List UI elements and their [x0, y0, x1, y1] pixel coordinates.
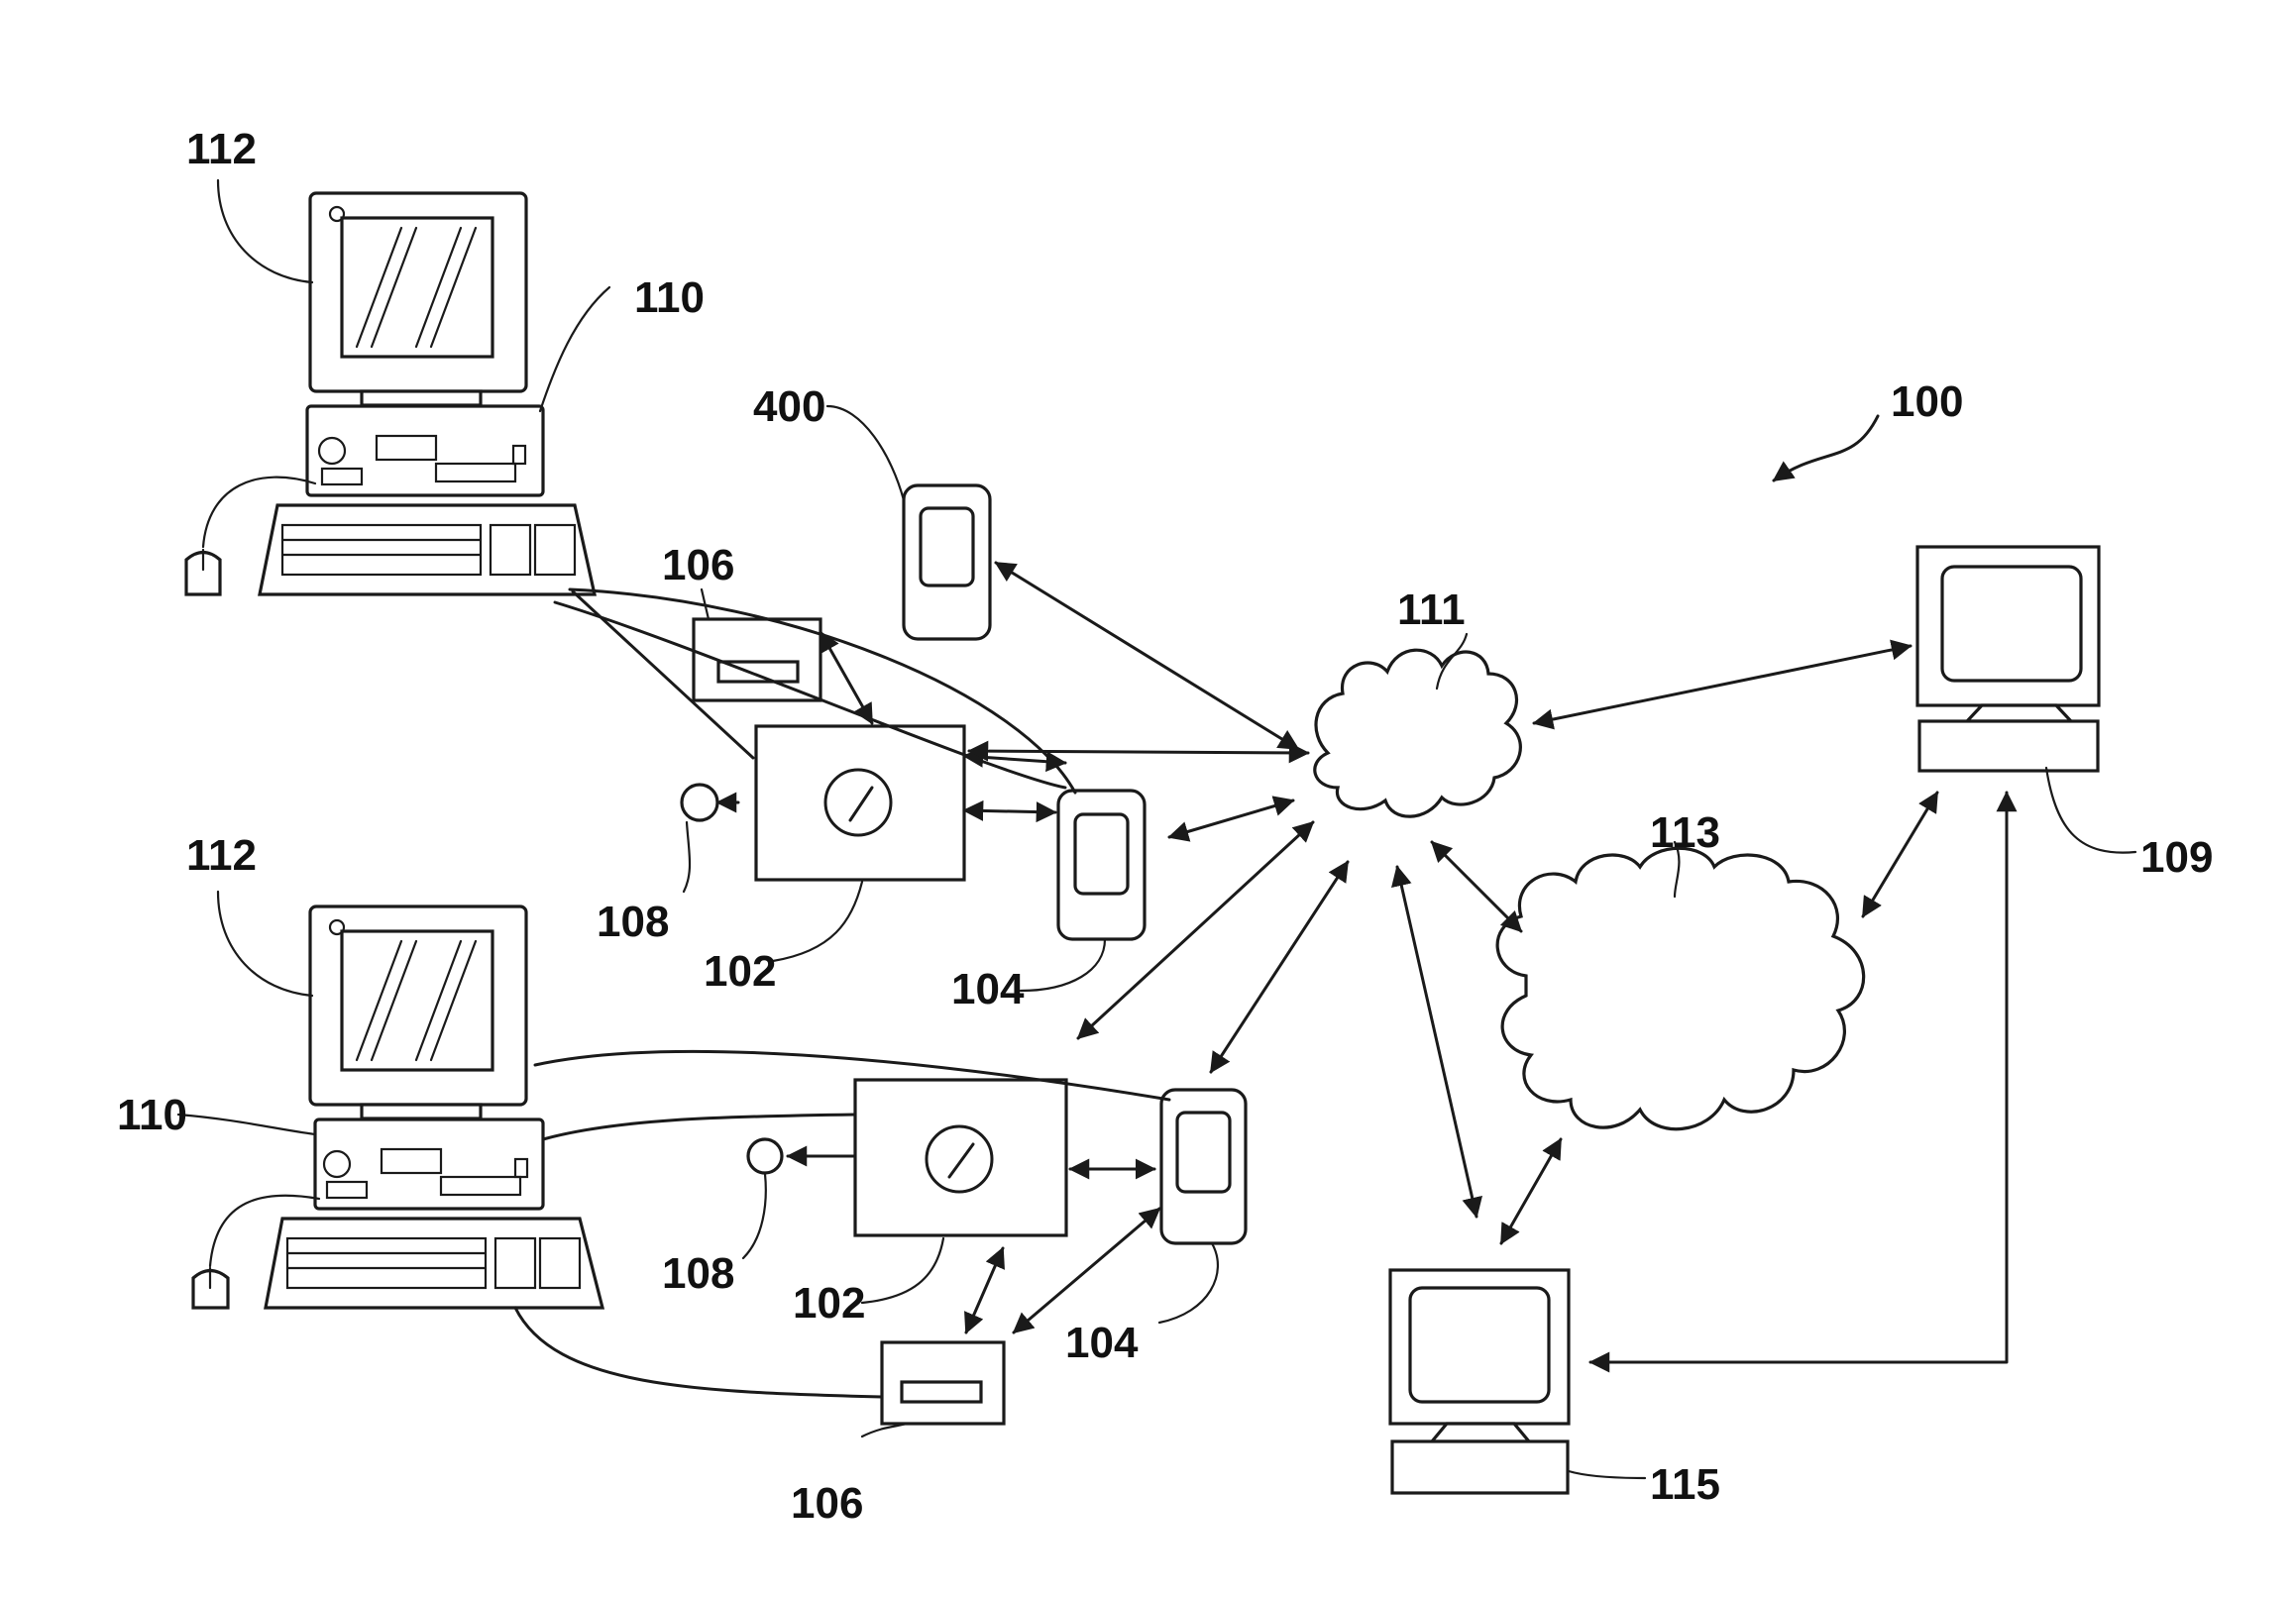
unit-106-top-icon [694, 619, 820, 700]
label-113: 113 [1650, 808, 1720, 857]
label-109: 109 [2140, 833, 2213, 882]
label-108-top: 108 [597, 898, 669, 946]
unit-106-bottom-icon [882, 1342, 1004, 1424]
label-110-bottom: 110 [117, 1091, 187, 1139]
terminal-115-icon [1390, 1270, 1569, 1493]
label-102-top: 102 [704, 947, 776, 996]
phone-104-bottom-icon [1161, 1090, 1246, 1243]
label-104-bottom: 104 [1065, 1319, 1139, 1367]
label-110-top: 110 [634, 273, 705, 322]
label-100: 100 [1891, 377, 1963, 426]
label-104-top: 104 [951, 965, 1025, 1013]
device-102-bottom-icon [855, 1080, 1066, 1235]
label-102-bottom: 102 [793, 1279, 865, 1328]
sensor-108-top-icon [682, 785, 717, 820]
label-106-top: 106 [662, 541, 734, 589]
computer-bottom-icon [193, 906, 602, 1308]
server-109-icon [1917, 547, 2099, 771]
wired-connections [515, 589, 1169, 1397]
label-112-bottom: 112 [186, 831, 257, 880]
device-102-top-icon [756, 726, 964, 880]
label-111: 111 [1397, 586, 1466, 634]
sensor-108-bottom-icon [748, 1139, 782, 1173]
network-113-cloud-icon [1497, 848, 1864, 1128]
label-106-bottom: 106 [791, 1479, 863, 1528]
label-108-bottom: 108 [662, 1249, 734, 1298]
label-112-top: 112 [186, 125, 257, 173]
label-400: 400 [753, 382, 825, 431]
phone-104-top-icon [1058, 791, 1145, 939]
network-111-cloud-icon [1315, 650, 1521, 816]
label-115: 115 [1650, 1460, 1720, 1509]
mobile-400-icon [904, 485, 990, 639]
